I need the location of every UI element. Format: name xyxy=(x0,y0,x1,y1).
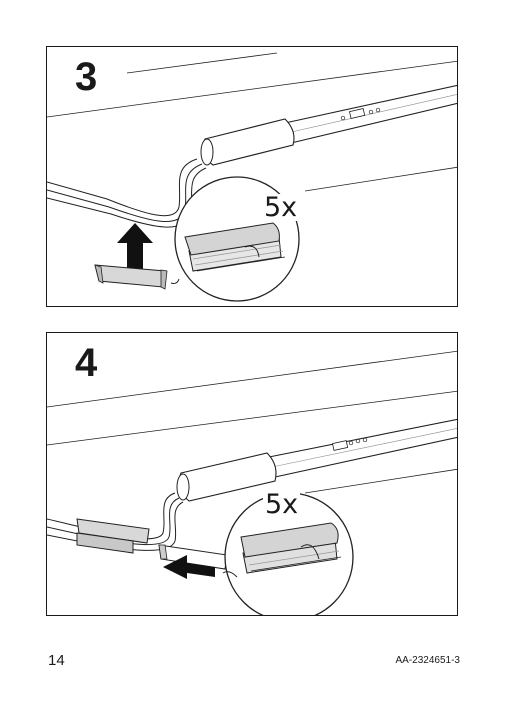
step-number: 3 xyxy=(75,55,98,99)
quantity-label: 5x xyxy=(263,489,301,520)
step-3-illustration xyxy=(47,52,457,302)
quantity-label: 5x xyxy=(262,192,300,223)
step-4-illustration xyxy=(47,350,457,615)
page-number: 14 xyxy=(48,652,65,669)
step-4-panel: 4 5x xyxy=(46,332,458,616)
document-code: AA-2324651-3 xyxy=(395,655,461,666)
arrow-left-icon xyxy=(163,555,215,579)
step-number: 4 xyxy=(75,341,98,385)
arrow-up-icon xyxy=(117,223,153,277)
step-3-panel: 3 5x xyxy=(46,46,458,307)
